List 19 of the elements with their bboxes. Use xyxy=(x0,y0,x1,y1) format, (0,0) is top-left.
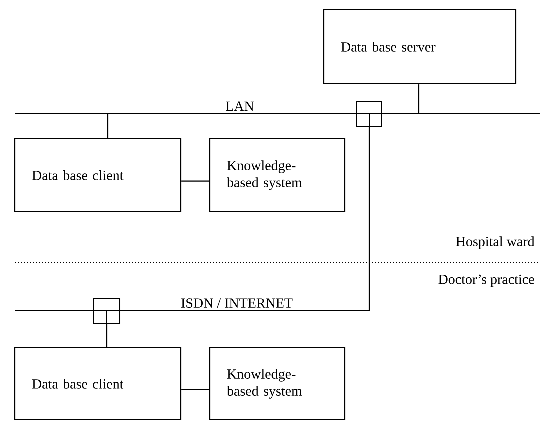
system-box: Data base client xyxy=(14,347,182,421)
connector-line xyxy=(106,324,108,348)
node-label: LAN xyxy=(226,102,254,112)
network-bus: LAN xyxy=(15,102,540,115)
system-box: Knowledge-based system xyxy=(209,138,346,213)
connector-line xyxy=(182,180,210,182)
system-box: Knowledge-based system xyxy=(209,347,346,421)
connector-box xyxy=(356,102,382,128)
connector-box xyxy=(94,298,120,324)
connector-line xyxy=(418,84,420,114)
system-box: Data base client xyxy=(14,138,182,213)
node-label: ISDN / INTERNET xyxy=(182,298,293,308)
connector-line xyxy=(368,128,371,312)
area-label: Doctor’s practice xyxy=(438,274,534,288)
system-box: Data base server xyxy=(323,9,517,85)
network-bus: ISDN / INTERNET xyxy=(15,298,370,312)
connector-line xyxy=(182,389,210,390)
connector-line xyxy=(107,114,109,138)
area-label: Hospital ward xyxy=(456,236,535,250)
